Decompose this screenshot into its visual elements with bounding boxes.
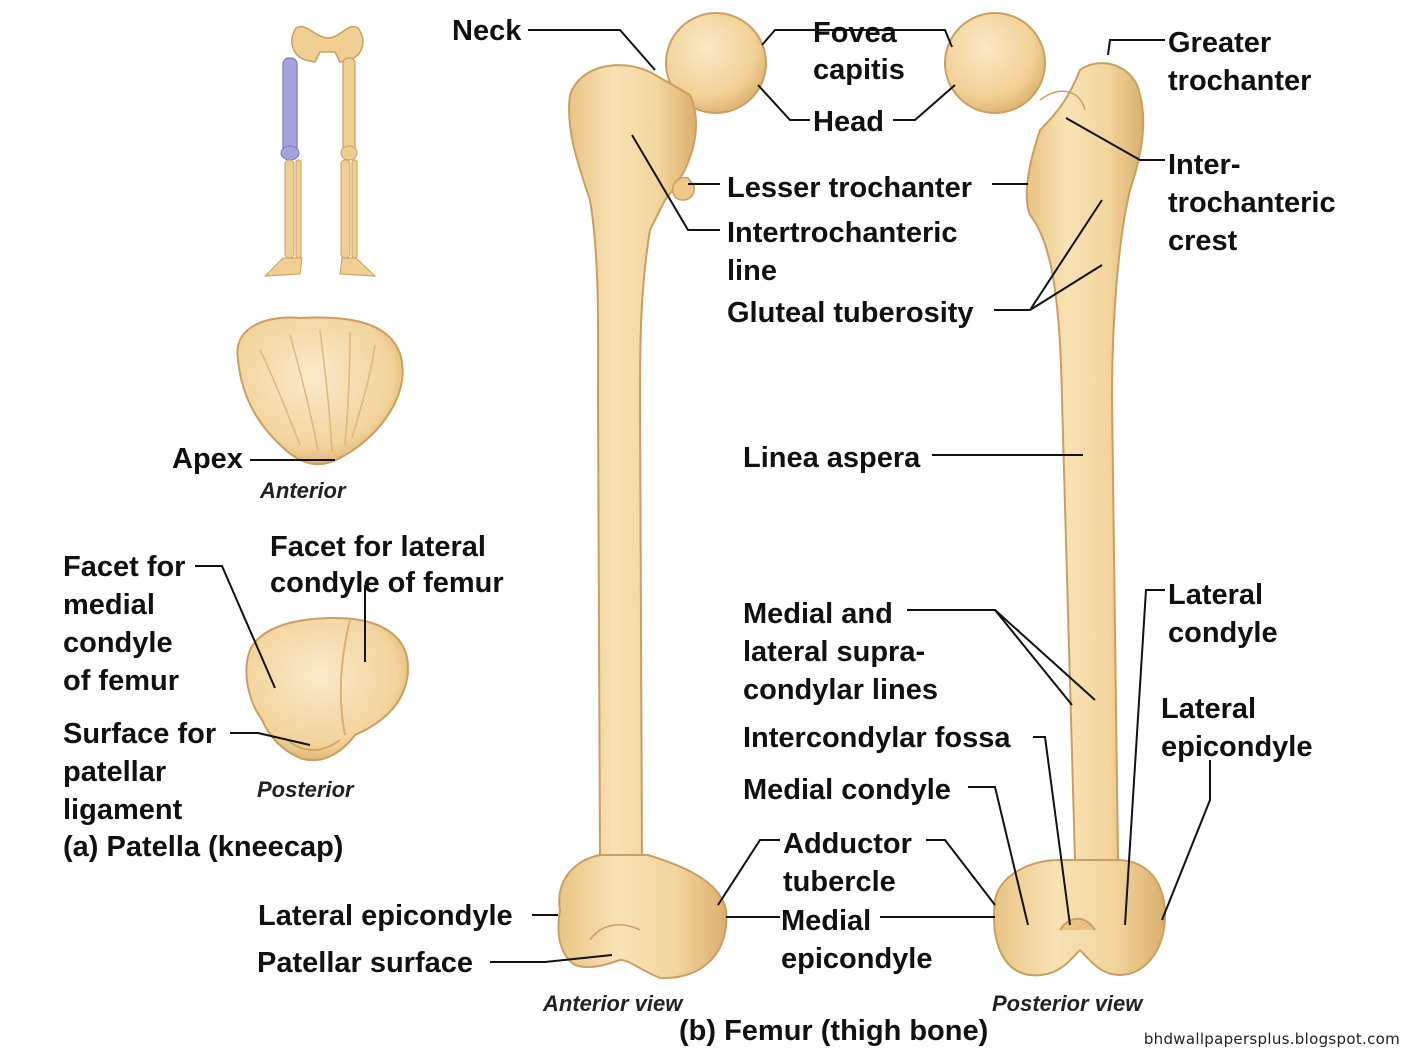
label-supra-line1: Medial and xyxy=(743,598,893,630)
femur-anterior xyxy=(557,12,767,980)
label-greater-line1: Greater xyxy=(1168,27,1271,59)
label-greater-line2: trochanter xyxy=(1168,65,1311,97)
label-supra-line2: lateral supra- xyxy=(743,636,925,668)
patella-anterior xyxy=(236,316,404,466)
label-fovea-line2: capitis xyxy=(813,54,905,86)
label-inter-line2: trochanteric xyxy=(1168,187,1336,219)
leader-lines xyxy=(195,29,1211,963)
label-facet-medial-line2: medial xyxy=(63,589,155,621)
label-lateral-condyle-line2: condyle xyxy=(1168,617,1278,649)
label-surface-line1: Surface for xyxy=(63,718,216,750)
label-surface-line3: ligament xyxy=(63,794,183,826)
label-apex: Apex xyxy=(172,443,243,475)
label-facet-medial-line3: condyle xyxy=(63,627,173,659)
label-facet-medial-line1: Facet for xyxy=(63,551,185,583)
label-lesser-trochanter: Lesser trochanter xyxy=(727,172,972,204)
caption-anterior-view: Anterior view xyxy=(542,991,684,1016)
highlighted-femur-thumbnail xyxy=(282,57,298,157)
label-inter-line1: Inter- xyxy=(1168,149,1241,181)
skeleton-thumbnail xyxy=(263,25,377,277)
label-lateral-epicondyle-right-line2: epicondyle xyxy=(1161,731,1313,763)
patella-posterior xyxy=(245,616,410,762)
label-lateral-condyle-line1: Lateral xyxy=(1168,579,1263,611)
title-femur: (b) Femur (thigh bone) xyxy=(679,1015,988,1047)
label-head: Head xyxy=(813,106,884,138)
caption-anterior: Anterior xyxy=(259,478,347,503)
title-patella: (a) Patella (kneecap) xyxy=(63,831,343,863)
label-supra-line3: condylar lines xyxy=(743,674,938,706)
caption-posterior: Posterior xyxy=(257,777,355,802)
label-adductor-line2: tubercle xyxy=(783,866,896,898)
watermark-text: bhdwallpapersplus.blogspot.com xyxy=(1144,1030,1400,1048)
label-lateral-epicondyle-left: Lateral epicondyle xyxy=(258,900,513,932)
label-facet-medial-line4: of femur xyxy=(63,665,179,697)
label-medial-epicondyle-line1: Medial xyxy=(781,905,871,937)
label-patellar-surface: Patellar surface xyxy=(257,947,473,979)
label-gluteal-tuberosity: Gluteal tuberosity xyxy=(727,297,974,329)
label-fovea-line1: Fovea xyxy=(813,17,898,49)
femur-posterior xyxy=(944,12,1167,977)
label-intercondylar-fossa: Intercondylar fossa xyxy=(743,722,1011,754)
label-intertroch-line2: line xyxy=(727,255,777,287)
label-neck: Neck xyxy=(452,15,522,47)
label-facet-lateral-line2: condyle of femur xyxy=(270,567,504,599)
label-medial-epicondyle-line2: epicondyle xyxy=(781,943,933,975)
label-medial-condyle: Medial condyle xyxy=(743,774,951,806)
label-linea-aspera: Linea aspera xyxy=(743,442,921,474)
label-surface-line2: patellar xyxy=(63,756,166,788)
label-facet-lateral-line1: Facet for lateral xyxy=(270,531,486,563)
label-intertroch-line1: Intertrochanteric xyxy=(727,217,957,249)
label-inter-line3: crest xyxy=(1168,225,1238,257)
label-adductor-line1: Adductor xyxy=(783,828,912,860)
label-lateral-epicondyle-right-line1: Lateral xyxy=(1161,693,1256,725)
caption-posterior-view: Posterior view xyxy=(992,991,1144,1016)
